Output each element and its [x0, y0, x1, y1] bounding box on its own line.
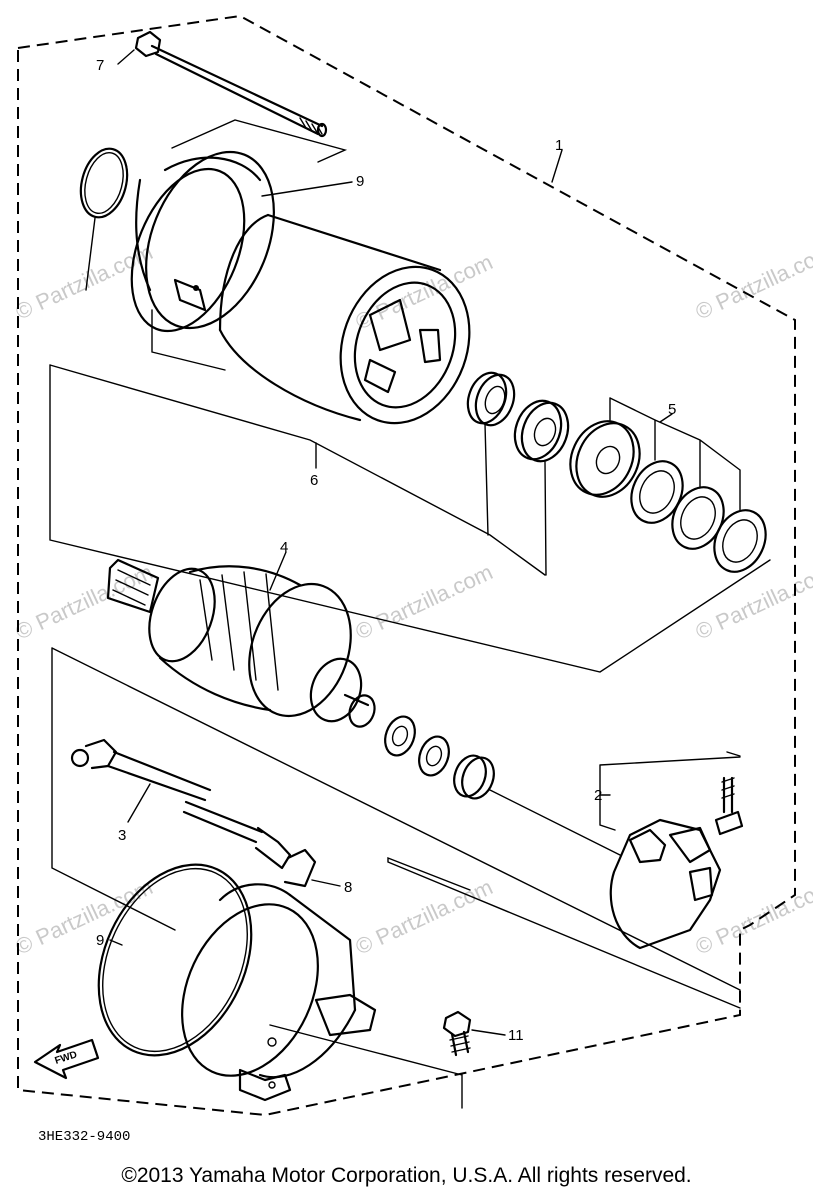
callout-3: 3 — [118, 827, 126, 844]
fwd-arrow: FWD — [33, 1038, 100, 1080]
brush-holder — [609, 776, 744, 950]
through-bolt — [134, 30, 328, 138]
bracket-5 — [609, 397, 741, 511]
callout-5: 5 — [668, 401, 676, 418]
small-clip — [726, 751, 741, 757]
bracket-front-section — [151, 309, 226, 371]
leader-line-2-top — [85, 217, 96, 291]
bracket-rear-cover — [269, 1024, 463, 1109]
washer-set — [569, 420, 767, 573]
bearing — [466, 371, 516, 427]
bracket-rear-assembly — [51, 647, 741, 991]
o-ring-top — [79, 147, 129, 219]
callout-9-top: 9 — [356, 173, 364, 190]
bracket-6 — [49, 364, 771, 673]
leader-bearing — [484, 423, 489, 536]
thrust-washers — [384, 715, 495, 800]
leader-line-9-top — [261, 181, 353, 197]
bracket-2 — [599, 756, 741, 831]
watermark-text: © Partzilla.com — [352, 559, 497, 644]
leader-1 — [551, 149, 563, 183]
terminal-lead — [70, 738, 212, 802]
leader-line-7 — [117, 49, 135, 65]
leader-8 — [311, 879, 341, 887]
callout-4: 4 — [280, 539, 288, 556]
screw — [442, 1010, 472, 1057]
leader-3 — [127, 783, 151, 823]
bracket-line-top — [171, 119, 348, 163]
leader-9-bottom — [109, 939, 123, 946]
brush-lead — [182, 800, 317, 888]
watermark-text: © Partzilla.com — [692, 874, 813, 959]
assembly-boundary — [17, 14, 796, 1117]
watermark-text: © Partzilla.com — [692, 239, 813, 324]
watermark-text: © Partzilla.com — [12, 874, 157, 959]
o-ring-bottom — [97, 863, 253, 1057]
leader-11 — [471, 1029, 506, 1036]
oil-seal — [513, 399, 570, 463]
watermark-text: © Partzilla.com — [12, 559, 157, 644]
callout-11: 11 — [508, 1027, 524, 1044]
callout-1: 1 — [555, 137, 563, 154]
armature — [106, 558, 376, 728]
leader-seal — [544, 461, 547, 576]
leader-4 — [269, 551, 287, 591]
diagram-part-code: 3HE332-9400 — [38, 1129, 130, 1145]
rear-cover — [181, 883, 377, 1102]
callout-8: 8 — [344, 879, 352, 896]
copyright-notice: ©2013 Yamaha Motor Corporation, U.S.A. A… — [121, 1164, 692, 1187]
watermark-text: © Partzilla.com — [352, 249, 497, 334]
watermark-text: © Partzilla.com — [352, 874, 497, 959]
leader-5 — [659, 413, 673, 423]
callout-9-bottom: 9 — [96, 932, 104, 949]
callout-2: 2 — [594, 787, 602, 804]
callout-7: 7 — [96, 57, 104, 74]
yoke-housing — [218, 213, 471, 425]
bracket-right-lower — [387, 856, 741, 1009]
callout-6: 6 — [310, 472, 318, 489]
front-cover — [130, 150, 275, 333]
